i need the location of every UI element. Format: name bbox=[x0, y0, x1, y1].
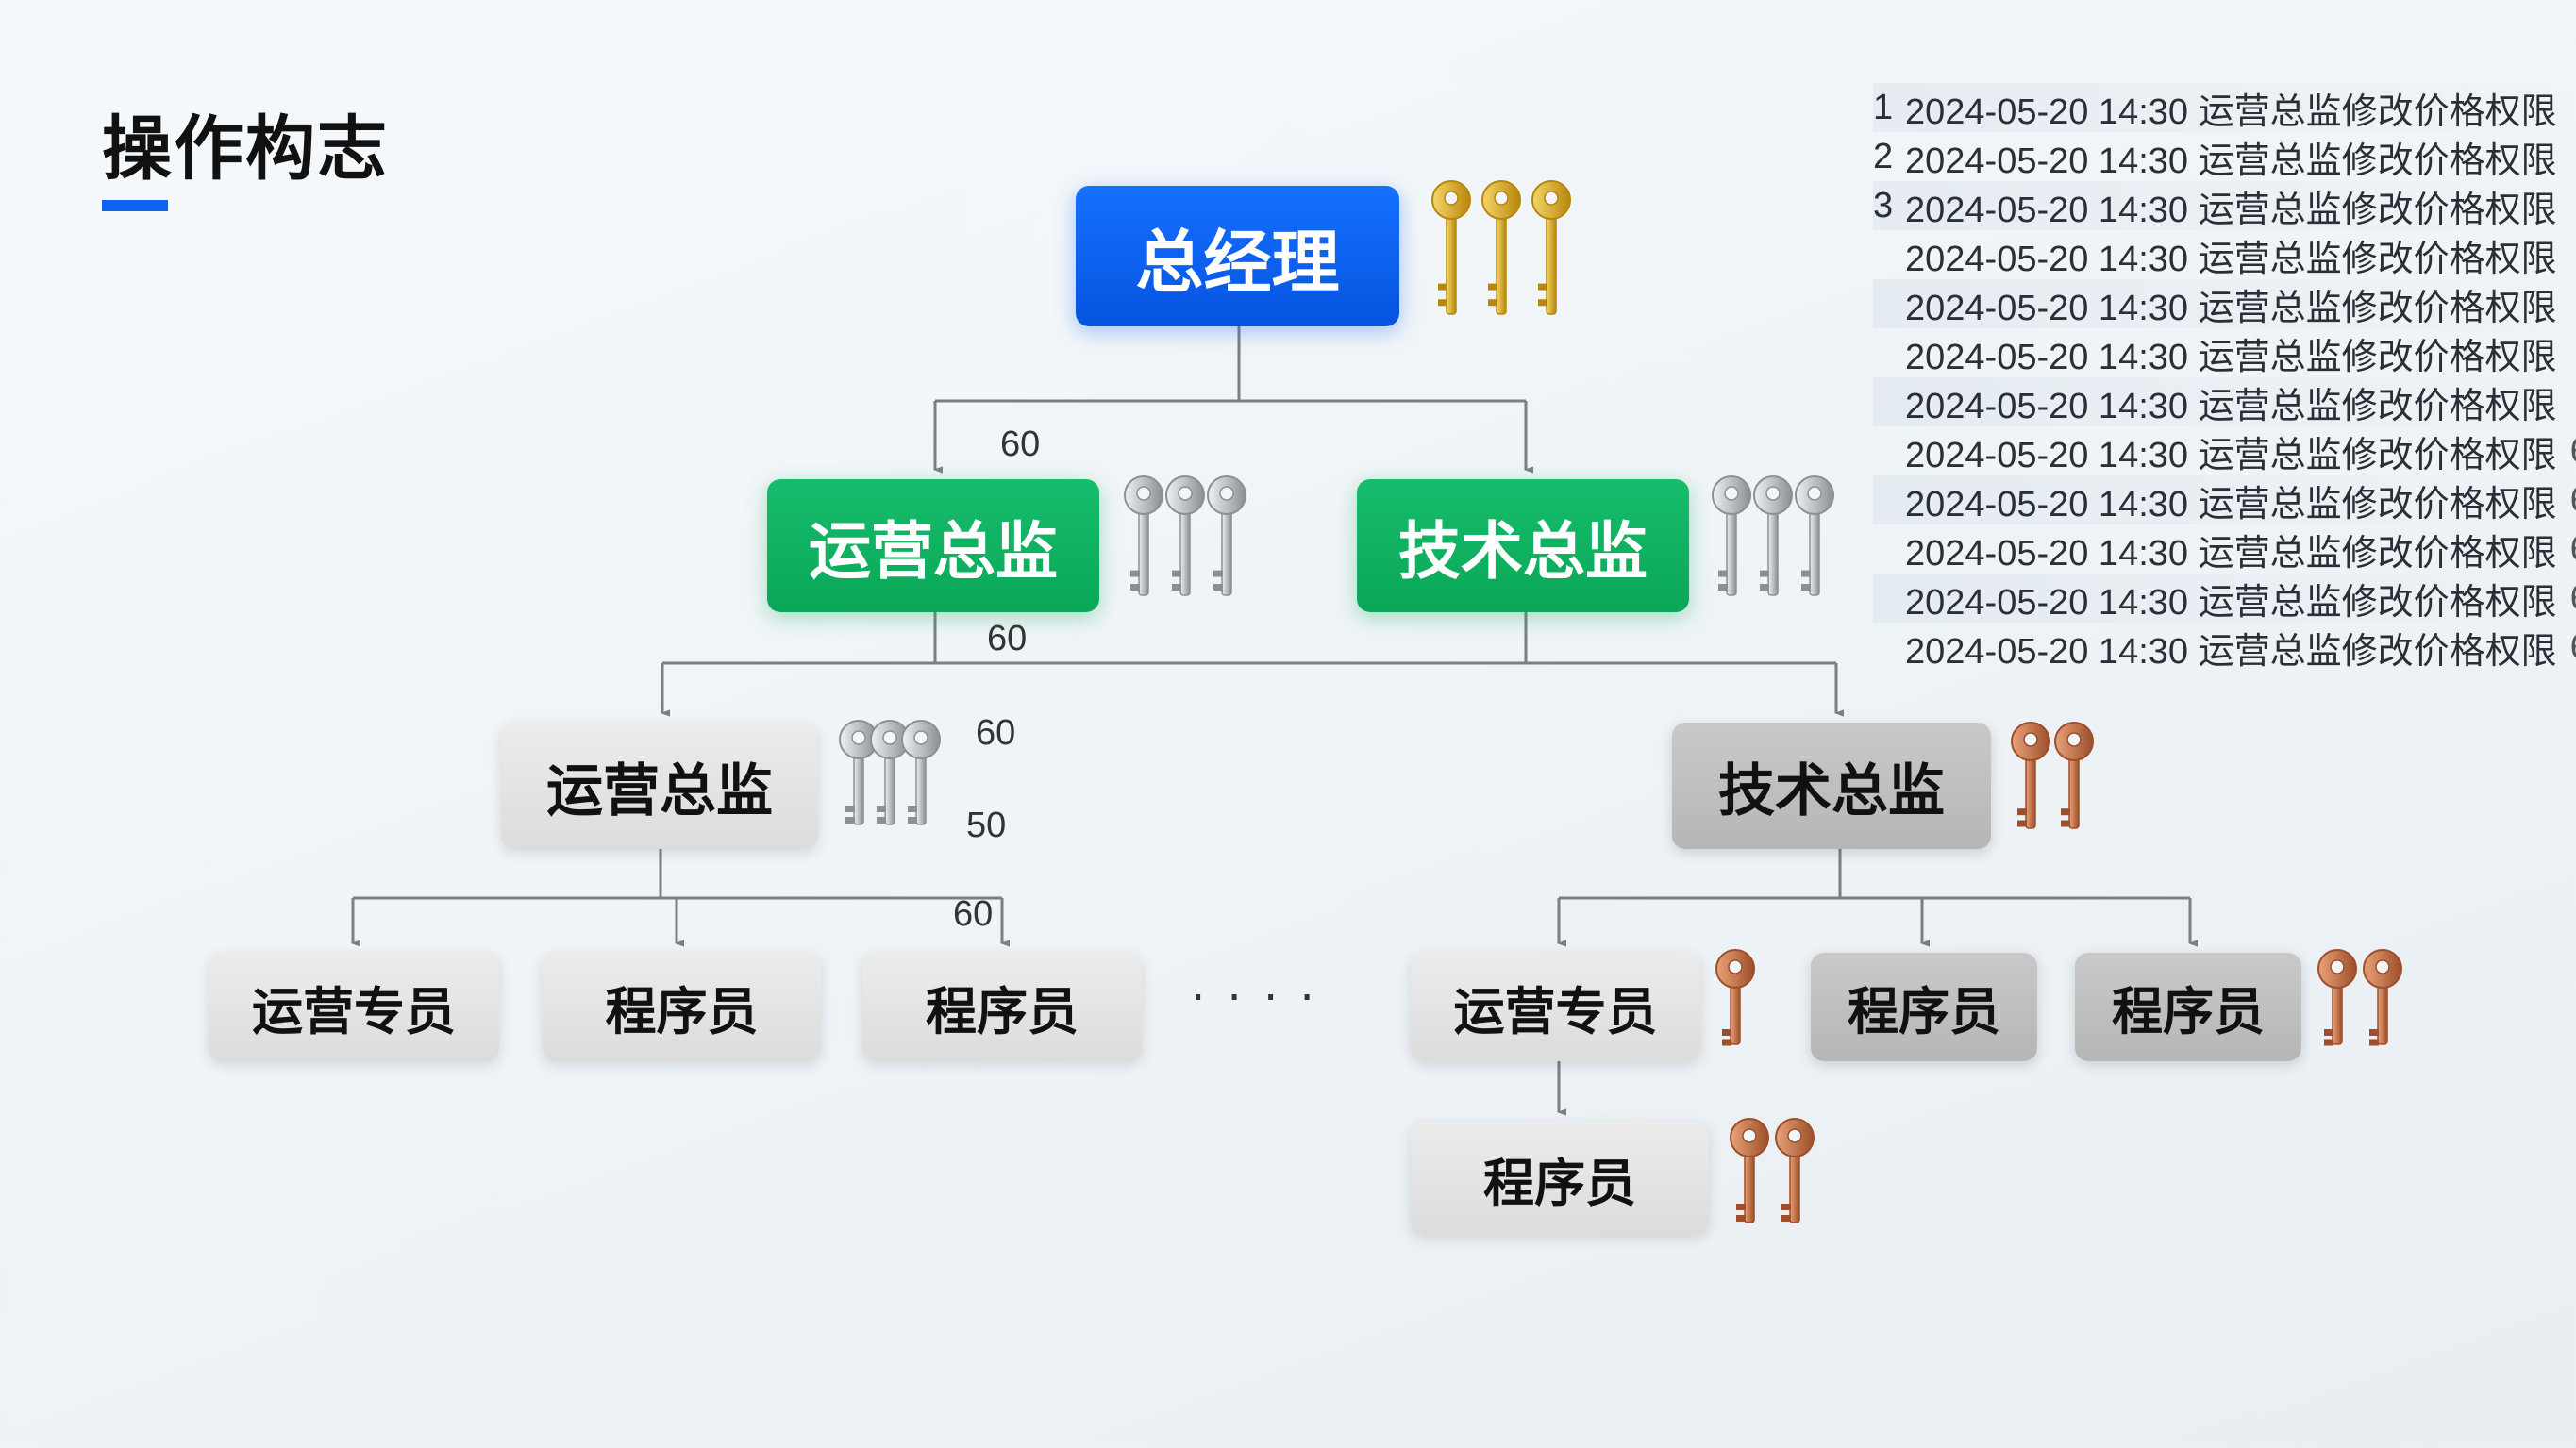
log-row-text: 2024-05-20 14:30 运营总监修改价格权限 bbox=[1905, 190, 2557, 230]
key-icon bbox=[901, 720, 941, 825]
log-row: 3 2024-05-20 14:30 运营总监修改价格权限 bbox=[1873, 181, 2571, 230]
key-icon bbox=[2363, 949, 2402, 1046]
log-row: 2 2024-05-20 14:30 运营总监修改价格权限 bbox=[1873, 132, 2571, 181]
log-row-text: 2024-05-20 14:30 运营总监修改价格权限 bbox=[1905, 533, 2557, 574]
log-row-text: 2024-05-20 14:30 运营总监修改价格权限 bbox=[1905, 239, 2557, 279]
key-icon bbox=[2011, 722, 2050, 829]
log-row-text: 2024-05-20 14:30 运营总监修改价格权限 bbox=[1905, 141, 2557, 181]
key-icon bbox=[1481, 180, 1521, 315]
log-row: 1 2024-05-20 14:30 运营总监修改价格权限 bbox=[1873, 83, 2571, 132]
edge-value: 60 bbox=[987, 619, 1028, 658]
log-row-value: 60 bbox=[2570, 529, 2576, 570]
node-programmer[interactable]: 程序员 bbox=[862, 953, 1142, 1061]
log-row: 2024-05-20 14:30 运营总监修改价格权限 bbox=[1873, 230, 2571, 279]
log-row-text: 2024-05-20 14:30 运营总监修改价格权限 bbox=[1905, 435, 2557, 475]
key-icon bbox=[2054, 722, 2094, 829]
node-ops-director-sub[interactable]: 运营总监 bbox=[501, 723, 818, 849]
edge-value: 60 bbox=[953, 894, 994, 934]
log-row-value: 60 bbox=[2570, 431, 2576, 472]
key-icon bbox=[839, 720, 878, 825]
log-row: 2024-05-20 14:30 运营总监修改价格权限 bbox=[1873, 328, 2571, 377]
node-tech-director-sub[interactable]: 技术总监 bbox=[1672, 723, 1991, 849]
key-icon bbox=[1753, 475, 1793, 596]
log-row-text: 2024-05-20 14:30 运营总监修改价格权限 bbox=[1905, 386, 2557, 426]
key-icon bbox=[1715, 949, 1755, 1046]
page-title: 操作构志 bbox=[102, 108, 389, 190]
key-icon bbox=[1775, 1118, 1815, 1223]
log-row-text: 2024-05-20 14:30 运营总监修改价格权限 bbox=[1905, 484, 2557, 524]
log-row: 2024-05-20 14:30 运营总监修改价格权限 bbox=[1873, 377, 2571, 426]
key-icon bbox=[1124, 475, 1163, 596]
log-row: 2024-05-20 14:30 运营总监修改价格权限 60 bbox=[1873, 426, 2576, 475]
key-icon-group bbox=[838, 719, 942, 840]
log-row-text: 2024-05-20 14:30 运营总监修改价格权限 bbox=[1905, 337, 2557, 377]
operation-log: 1 2024-05-20 14:30 运营总监修改价格权限 2 2024-05-20 … bbox=[1873, 83, 2576, 672]
edge-value: 60 bbox=[976, 713, 1016, 753]
node-programmer[interactable]: 程序员 bbox=[1811, 953, 2037, 1061]
node-programmer[interactable]: 程序员 bbox=[2075, 953, 2301, 1061]
log-row-index: 1 bbox=[1873, 87, 1894, 127]
key-icon-group bbox=[1430, 179, 1572, 329]
key-icon bbox=[1712, 475, 1751, 596]
node-ops-director[interactable]: 运营总监 bbox=[767, 479, 1099, 612]
log-row: 2024-05-20 14:30 运营总监修改价格权限 60 bbox=[1873, 524, 2576, 574]
key-icon bbox=[1165, 475, 1205, 596]
key-icon bbox=[2317, 949, 2357, 1046]
log-row-text: 2024-05-20 14:30 运营总监修改价格权限 bbox=[1905, 631, 2557, 672]
edge-value: 50 bbox=[966, 806, 1007, 845]
log-row-text: 2024-05-20 14:30 运营总监修改价格权限 bbox=[1905, 288, 2557, 328]
log-row: 2024-05-20 14:30 运营总监修改价格权限 bbox=[1873, 279, 2571, 328]
node-programmer[interactable]: 程序员 bbox=[543, 953, 821, 1061]
log-row: 2024-05-20 14:30 运营总监修改价格权限 60 bbox=[1873, 475, 2576, 524]
title-underline bbox=[102, 200, 168, 211]
key-icon bbox=[1795, 475, 1834, 596]
key-icon bbox=[1730, 1118, 1769, 1223]
key-icon-group bbox=[1729, 1117, 1815, 1238]
key-icon bbox=[1207, 475, 1246, 596]
node-general-manager[interactable]: 总经理 bbox=[1076, 186, 1399, 326]
log-row: 2024-05-20 14:30 运营总监修改价格权限 60 bbox=[1873, 623, 2576, 672]
log-row-value: 60 bbox=[2570, 480, 2576, 521]
key-icon bbox=[870, 720, 910, 825]
ellipsis: · · · · bbox=[1191, 972, 1318, 1024]
log-row-index: 3 bbox=[1873, 185, 1894, 225]
node-ops-specialist[interactable]: 运营专员 bbox=[1411, 953, 1700, 1061]
edge-value: 60 bbox=[1000, 424, 1041, 464]
key-icon-group bbox=[1715, 948, 1775, 1059]
log-row: 2024-05-20 14:30 运营总监修改价格权限 60 bbox=[1873, 574, 2576, 623]
key-icon bbox=[1531, 180, 1571, 315]
key-icon-group bbox=[1123, 474, 1247, 610]
key-icon-group bbox=[1711, 474, 1835, 610]
key-icon-group bbox=[2010, 721, 2095, 843]
node-tech-director[interactable]: 技术总监 bbox=[1357, 479, 1689, 612]
log-row-value: 60 bbox=[2570, 627, 2576, 668]
log-row-text: 2024-05-20 14:30 运营总监修改价格权限 bbox=[1905, 582, 2557, 623]
node-ops-specialist[interactable]: 运营专员 bbox=[209, 953, 499, 1061]
log-row-value: 60 bbox=[2570, 578, 2576, 619]
node-programmer-sub[interactable]: 程序员 bbox=[1411, 1122, 1709, 1235]
key-icon bbox=[1431, 180, 1471, 315]
log-row-index: 2 bbox=[1873, 136, 1894, 176]
log-row-text: 2024-05-20 14:30 运营总监修改价格权限 bbox=[1905, 92, 2557, 132]
key-icon-group bbox=[2317, 948, 2403, 1059]
